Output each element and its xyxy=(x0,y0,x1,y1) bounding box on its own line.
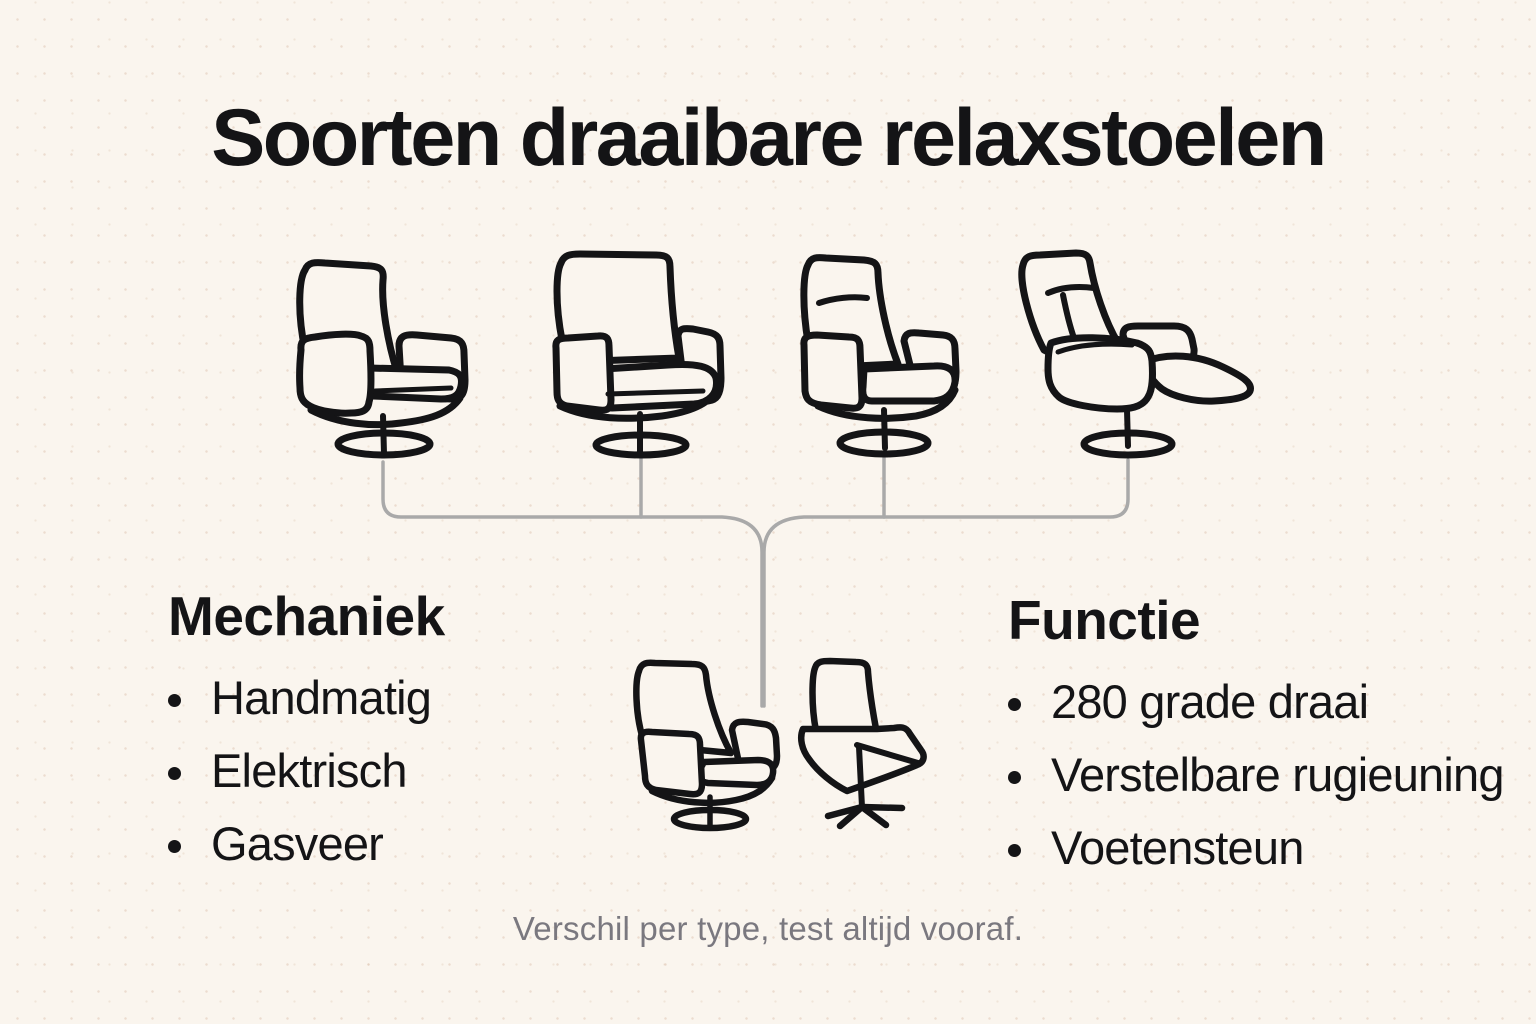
mechaniek-heading: Mechaniek xyxy=(168,585,445,647)
bullet-dot xyxy=(168,767,181,780)
list-item-label: Gasveer xyxy=(211,817,384,870)
list-item-handmatig: Handmatig xyxy=(168,671,445,724)
list-item-label: Elektrisch xyxy=(211,744,408,797)
list-item-label: Handmatig xyxy=(211,671,432,724)
functie-heading: Functie xyxy=(1008,589,1201,651)
list-item-rugleuning: Verstelbare rugieuning xyxy=(1008,748,1505,801)
list-item-elektrisch: Elektrisch xyxy=(168,744,445,797)
bullet-dot xyxy=(168,694,181,707)
page-title: Soorten draaibare relaxstoelen xyxy=(211,93,1327,183)
list-item-voetensteun: Voetensteun xyxy=(1008,821,1504,874)
recliner-chair-tilted-icon xyxy=(296,259,469,459)
bullet-dot xyxy=(1008,698,1021,711)
footer-note: Verschil per type, test altijd vooraf. xyxy=(512,910,1024,947)
list-item-gasveer: Gasveer xyxy=(168,817,445,870)
recliner-chair-small-front-icon xyxy=(633,659,781,832)
recliner-chair-highback-icon xyxy=(552,250,725,459)
list-item-label: 280 grade draai xyxy=(1051,675,1369,728)
functie-list: 280 grade draai Verstelbare rugieuning V… xyxy=(1008,675,1505,874)
functie-section: Functie 280 grade draai Verstelbare rugi… xyxy=(1008,588,1505,895)
recliner-chair-headrest-icon xyxy=(800,254,960,458)
bullet-dot xyxy=(168,840,181,853)
list-item-label: Verstelbare rugieuning xyxy=(1051,748,1505,801)
bullet-dot xyxy=(1008,844,1021,857)
recliner-chair-footrest-extended-icon xyxy=(1018,249,1254,459)
list-item-draai: 280 grade draai xyxy=(1008,675,1504,728)
recliner-chair-small-rear-icon xyxy=(798,657,927,830)
mechaniek-section: Mechaniek Handmatig Elektrisch Gasveer xyxy=(168,584,445,891)
bullet-dot xyxy=(1008,771,1021,784)
mechaniek-list: Handmatig Elektrisch Gasveer xyxy=(168,671,445,870)
list-item-label: Voetensteun xyxy=(1051,821,1304,874)
